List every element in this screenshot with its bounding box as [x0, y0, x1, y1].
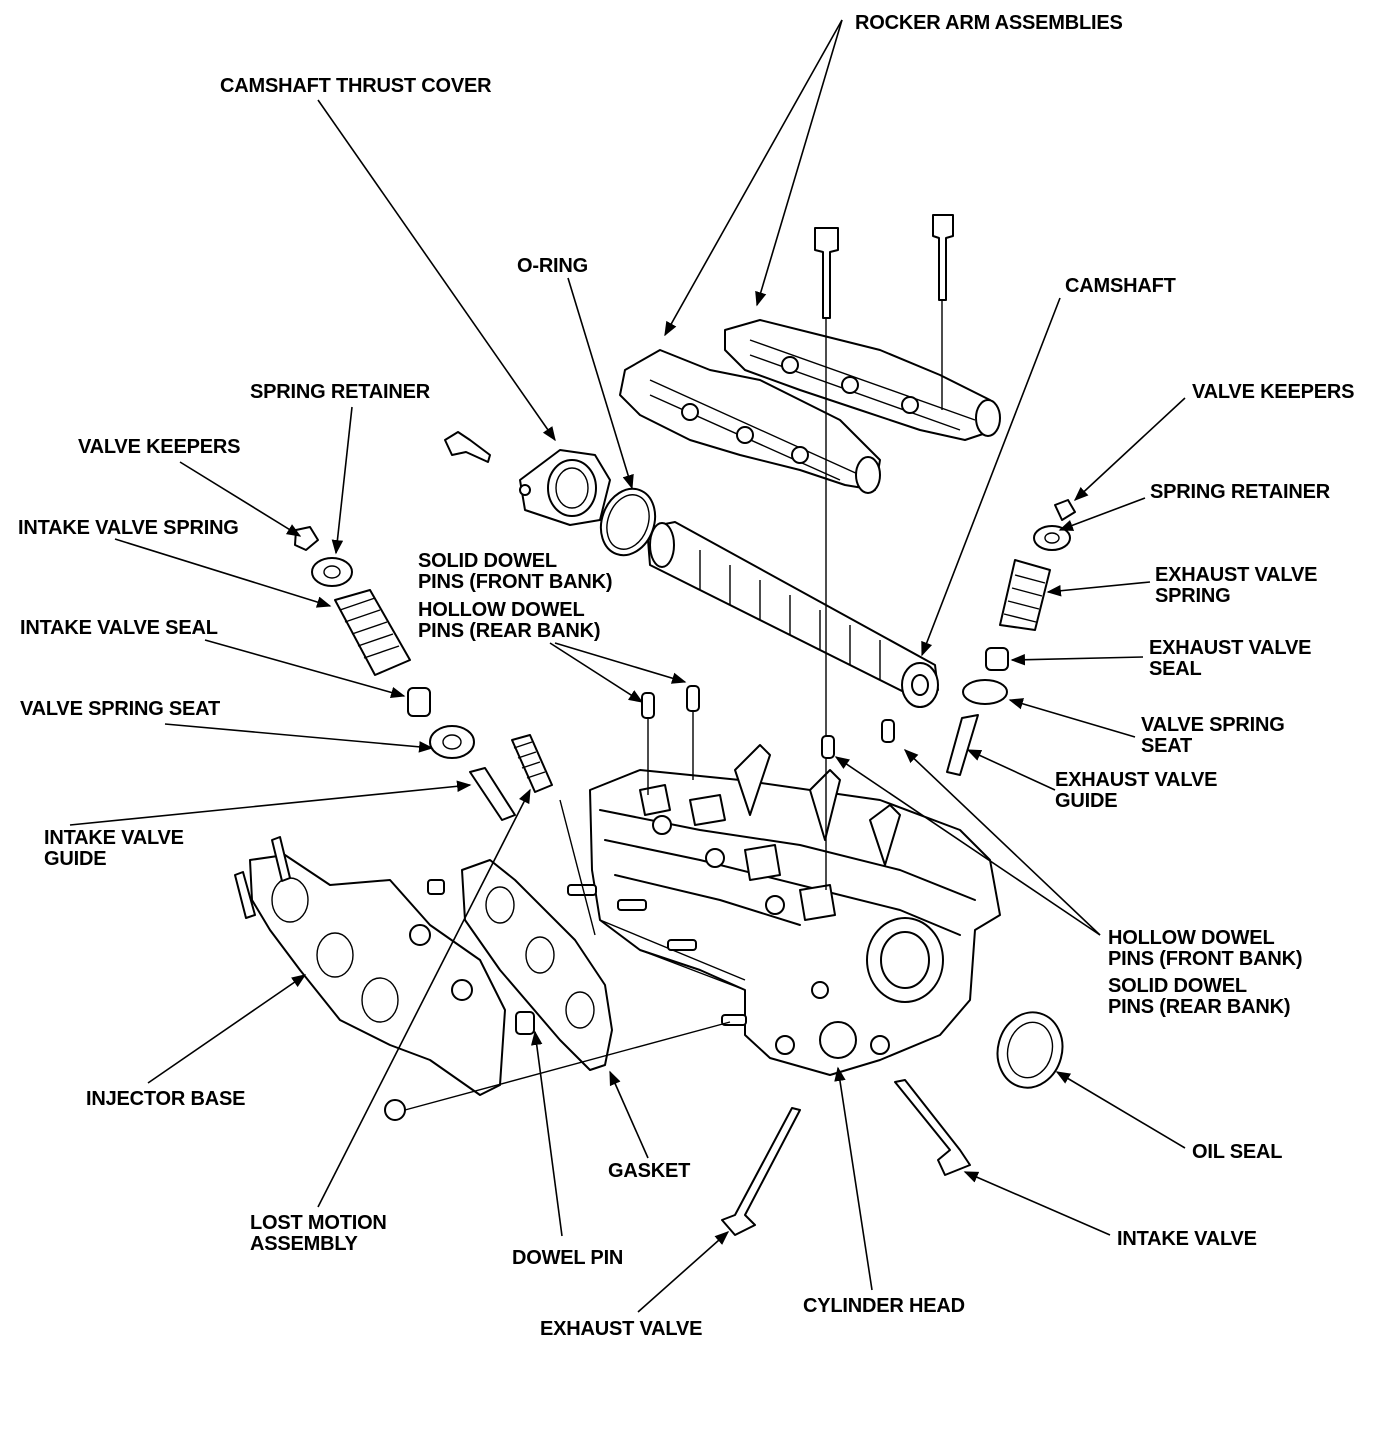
label-injector-base: INJECTOR BASE [86, 1088, 246, 1110]
label-solid-dowel-rear: SOLID DOWEL PINS (REAR BANK) [1108, 975, 1291, 1018]
label-exhaust-valve-guide: EXHAUST VALVE GUIDE [1055, 769, 1218, 812]
label-valve-keepers-left: VALVE KEEPERS [78, 436, 241, 458]
label-rocker-arm-assemblies: ROCKER ARM ASSEMBLIES [855, 12, 1123, 34]
exhaust-valve-stack-part [946, 499, 1076, 776]
label-valve-keepers-right: VALVE KEEPERS [1192, 381, 1355, 403]
label-camshaft: CAMSHAFT [1065, 275, 1176, 297]
intake-valve-stack-part [294, 526, 553, 821]
label-exhaust-valve-seal: EXHAUST VALVE SEAL [1149, 637, 1312, 680]
camshaft-thrust-cover-part [519, 449, 611, 526]
cylinder-head-part [567, 744, 1001, 1076]
label-valve-spring-seat-left: VALVE SPRING SEAT [20, 698, 220, 720]
injector-base-part [234, 836, 506, 1121]
o-ring-part [599, 487, 657, 557]
dowel-pins-part [427, 685, 895, 1035]
label-solid-dowel-front: SOLID DOWEL PINS (FRONT BANK) [418, 550, 613, 593]
label-valve-spring-seat-right: VALVE SPRING SEAT [1141, 714, 1285, 757]
leader-lines [69, 19, 1186, 1313]
rocker-shaft-bolts-part [814, 214, 954, 890]
stud-guide-lines [404, 799, 731, 1111]
label-lost-motion-assembly: LOST MOTION ASSEMBLY [250, 1212, 387, 1255]
label-exhaust-valve: EXHAUST VALVE [540, 1318, 703, 1340]
label-cylinder-head: CYLINDER HEAD [803, 1295, 965, 1317]
gasket-part [461, 859, 613, 1071]
label-spring-retainer-left: SPRING RETAINER [250, 381, 430, 403]
label-hollow-dowel-rear: HOLLOW DOWEL PINS (REAR BANK) [418, 599, 601, 642]
label-intake-valve-spring: INTAKE VALVE SPRING [18, 517, 239, 539]
label-intake-valve-guide: INTAKE VALVE GUIDE [44, 827, 184, 870]
label-gasket: GASKET [608, 1160, 691, 1182]
label-spring-retainer-right: SPRING RETAINER [1150, 481, 1330, 503]
thrust-cover-bolt-part [444, 431, 491, 463]
valves-part [721, 1079, 971, 1236]
label-intake-valve: INTAKE VALVE [1117, 1228, 1257, 1250]
label-dowel-pin: DOWEL PIN [512, 1247, 624, 1269]
label-intake-valve-seal: INTAKE VALVE SEAL [20, 617, 218, 639]
camshaft-part [647, 521, 939, 708]
label-camshaft-thrust-cover: CAMSHAFT THRUST COVER [220, 75, 492, 97]
rocker-arm-assemblies-part [619, 319, 1001, 494]
label-exhaust-valve-spring: EXHAUST VALVE SPRING [1155, 564, 1318, 607]
label-hollow-dowel-front: HOLLOW DOWEL PINS (FRONT BANK) [1108, 927, 1303, 970]
label-o-ring: O-RING [517, 255, 589, 277]
label-oil-seal: OIL SEAL [1192, 1141, 1283, 1163]
oil-seal-part [996, 1011, 1064, 1089]
